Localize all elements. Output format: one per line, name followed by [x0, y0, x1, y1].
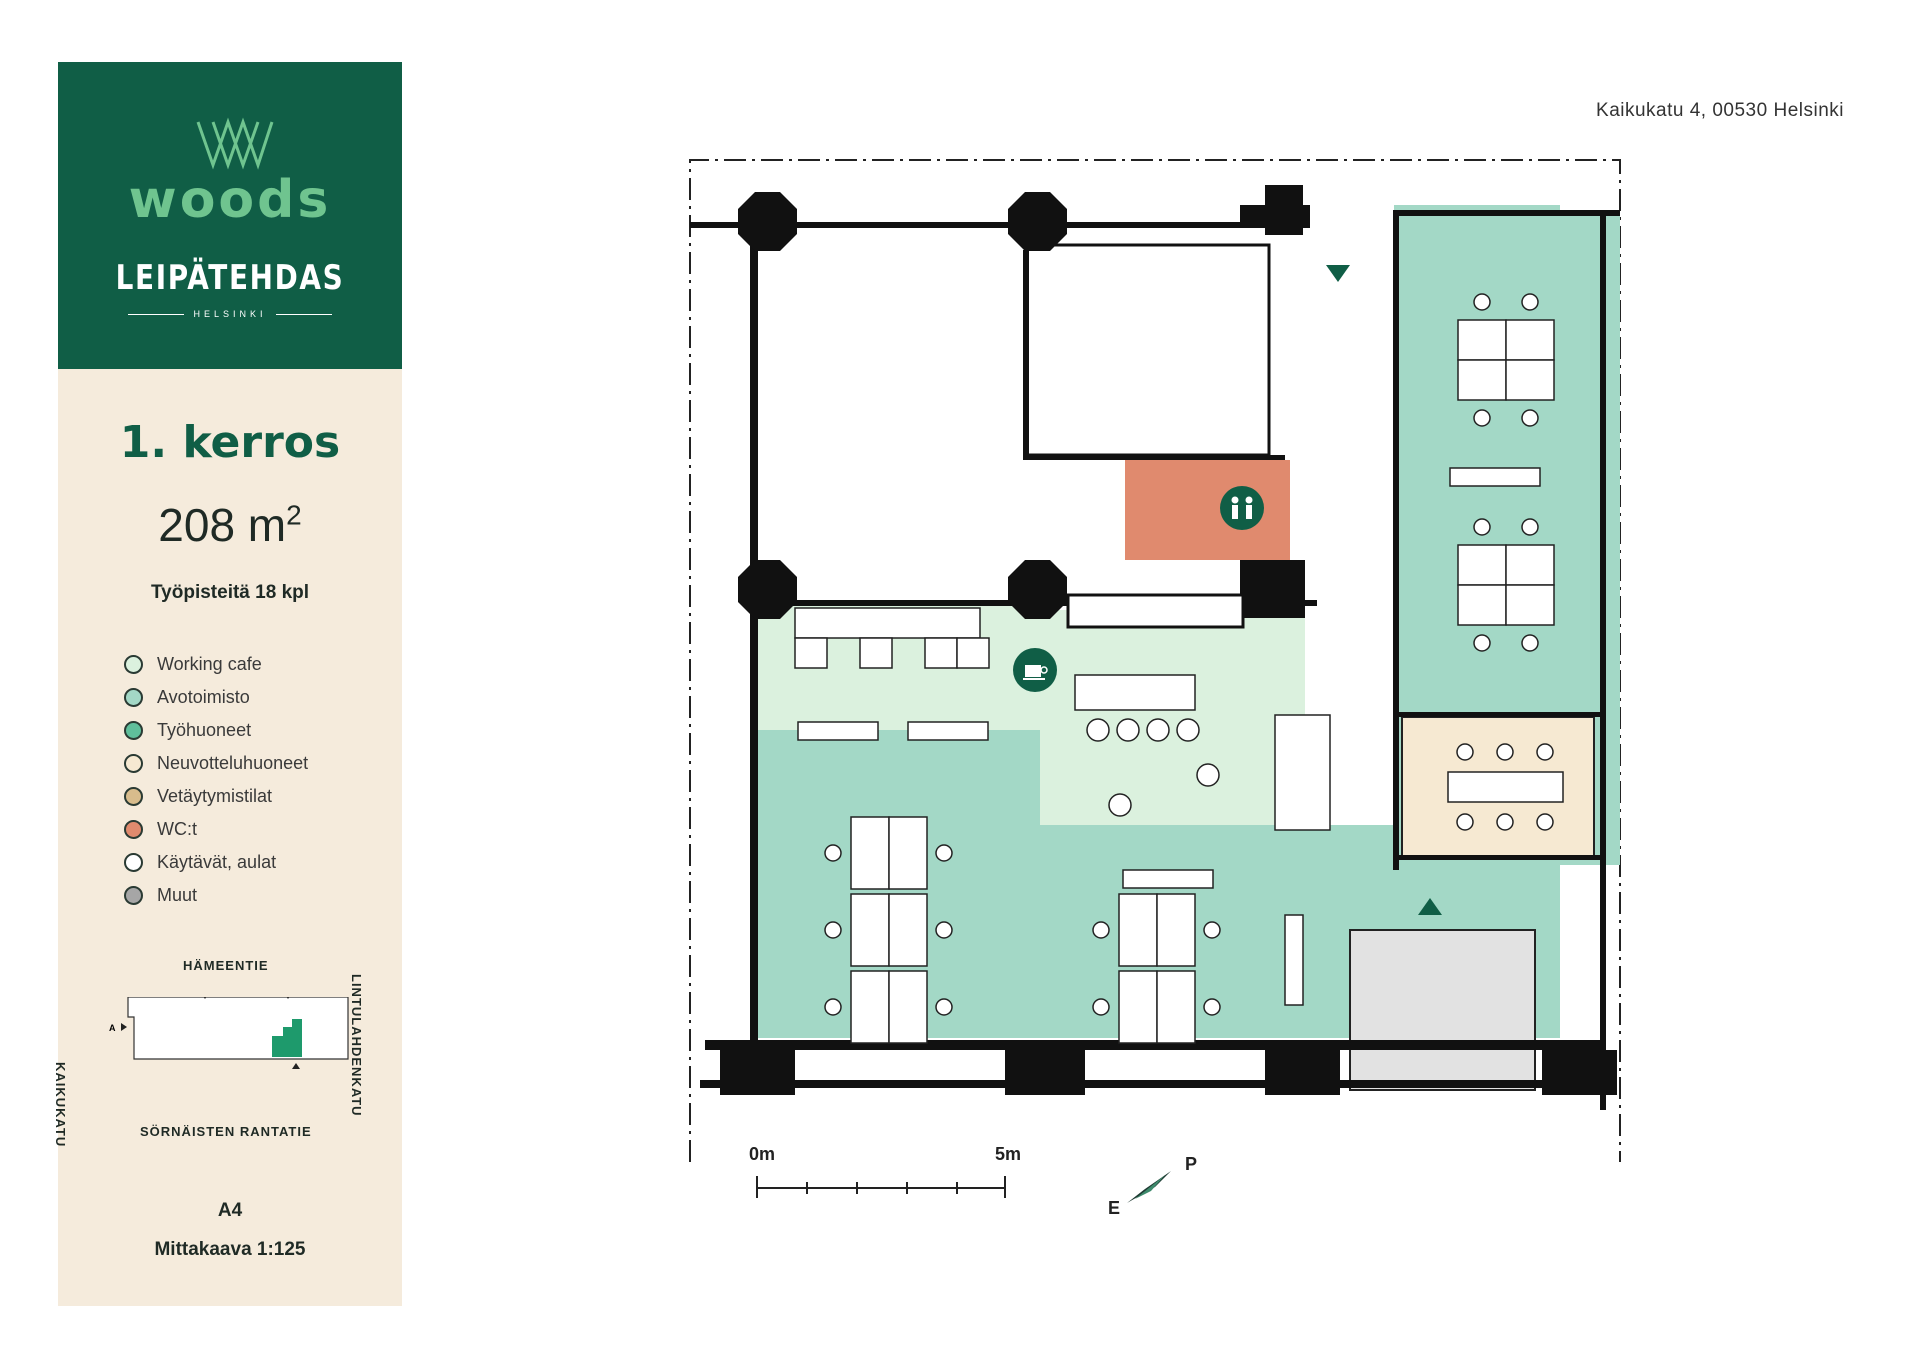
open-office-zone	[757, 205, 1560, 1038]
compass-north: P	[1185, 1154, 1198, 1174]
street-north: HÄMEENTIE	[183, 958, 269, 973]
key-marker-a: A	[109, 1023, 116, 1033]
street-west: KAIKUKATU	[53, 1062, 68, 1148]
woods-logo-icon	[196, 117, 274, 170]
legend-item: Muut	[124, 879, 308, 912]
paper-size: A4	[217, 1200, 243, 1221]
floor-title: 1. kerros	[119, 417, 341, 468]
entrance-lobby	[1349, 929, 1536, 1091]
building-name: LEIPÄTEHDAS	[115, 258, 345, 298]
desks	[850, 319, 1564, 1044]
divider	[128, 314, 184, 315]
color-legend: Working cafe Avotoimisto Työhuoneet Neuv…	[124, 648, 308, 912]
legend-item: Working cafe	[124, 648, 308, 681]
brand-name: woods	[128, 170, 332, 230]
scale-start: 0m	[749, 1144, 776, 1164]
brand-header: woods LEIPÄTEHDAS HELSINKI	[58, 62, 402, 369]
street-south: SÖRNÄISTEN RANTATIE	[140, 1124, 312, 1139]
kitchen-counter	[1066, 593, 1245, 629]
legend-item: Avotoimisto	[124, 681, 308, 714]
legend-item: Neuvotteluhuoneet	[124, 747, 308, 780]
key-map: B C A	[109, 997, 349, 1069]
wc-zone	[1125, 460, 1290, 560]
entrance-arrow-icon	[1418, 898, 1442, 915]
chairs	[824, 293, 1554, 1016]
scale-bar	[756, 1176, 1006, 1198]
legend-item: WC:t	[124, 813, 308, 846]
scale-end: 5m	[995, 1144, 1022, 1164]
legend-item: Käytävät, aulat	[124, 846, 308, 879]
walls	[690, 185, 1620, 1110]
compass-east: E	[1108, 1198, 1121, 1218]
divider	[276, 314, 332, 315]
working-cafe-zone	[757, 605, 1305, 825]
plan-scale: Mittakaava 1:125	[154, 1239, 306, 1260]
address: Kaikukatu 4, 00530 Helsinki	[1596, 100, 1844, 121]
cafe-seating	[794, 467, 1541, 1006]
legend-item: Vetäytymistilat	[124, 780, 308, 813]
floor-area: 208 m2	[158, 499, 302, 551]
workspot-count: Työpisteitä 18 kpl	[150, 582, 310, 603]
city-name: HELSINKI	[193, 309, 267, 319]
compass-icon	[1127, 1171, 1171, 1203]
legend-item: Työhuoneet	[124, 714, 308, 747]
entrance-arrow-icon	[1326, 265, 1350, 282]
info-sidebar: woods LEIPÄTEHDAS HELSINKI 1. kerros 208…	[53, 62, 402, 1306]
columns	[738, 192, 1067, 619]
wc-icon	[1220, 486, 1264, 530]
floor-plan	[689, 159, 1621, 1162]
